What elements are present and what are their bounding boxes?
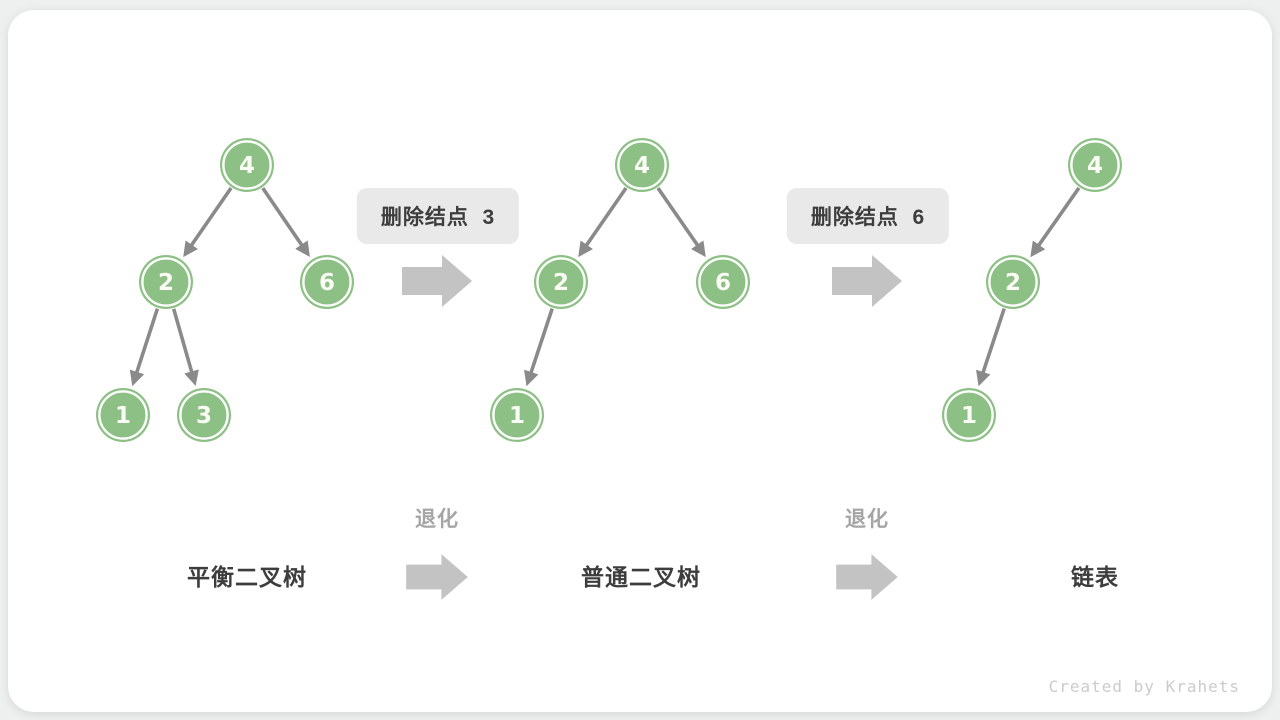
watermark-credit: Created by Krahets	[1048, 677, 1240, 696]
tree-node-2: 2	[534, 255, 588, 309]
tree-edge	[171, 308, 199, 386]
tree-edge	[1030, 186, 1081, 258]
node-value: 2	[1005, 270, 1021, 296]
tree-edge	[183, 186, 233, 258]
tree-1: 4 2 6 1	[490, 138, 750, 442]
tree-edge	[524, 308, 554, 387]
node-value: 1	[961, 403, 977, 429]
operation-label-delete-node-6: 删除结点 6	[786, 188, 950, 244]
node-value: 3	[196, 403, 212, 429]
degrade-block-arrow	[836, 554, 898, 600]
tree-node-1: 1	[942, 388, 996, 442]
node-value: 6	[319, 270, 335, 296]
tree-node-4: 4	[220, 138, 274, 192]
tree-node-6: 6	[696, 255, 750, 309]
tree-edge	[129, 308, 160, 387]
node-value: 2	[553, 270, 569, 296]
transition-block-arrow	[402, 255, 472, 307]
operation-label-delete-node-3: 删除结点 3	[356, 188, 520, 244]
caption-balanced-binary-tree: 平衡二叉树	[187, 564, 307, 590]
node-value: 4	[1087, 153, 1103, 179]
degrade-label: 退化	[415, 508, 459, 531]
tree-edge	[261, 187, 310, 258]
tree-node-6: 6	[300, 255, 354, 309]
tree-node-1: 1	[490, 388, 544, 442]
node-value: 4	[239, 153, 255, 179]
tree-node-2: 2	[986, 255, 1040, 309]
node-value: 4	[634, 153, 650, 179]
tree-node-4: 4	[615, 138, 669, 192]
tree-edge	[578, 186, 628, 258]
node-value: 1	[509, 403, 525, 429]
tree-edge	[976, 308, 1006, 387]
tree-0: 4 2 6 1 3	[96, 138, 354, 442]
degrade-block-arrow	[406, 554, 468, 600]
tree-node-4: 4	[1068, 138, 1122, 192]
degrade-label: 退化	[845, 508, 889, 531]
tree-node-2: 2	[139, 255, 193, 309]
node-value: 1	[115, 403, 131, 429]
caption-linked-list: 链表	[1071, 564, 1119, 590]
tree-node-1: 1	[96, 388, 150, 442]
node-value: 6	[715, 270, 731, 296]
tree-node-3: 3	[177, 388, 231, 442]
caption-ordinary-binary-tree: 普通二叉树	[581, 564, 701, 590]
node-value: 2	[158, 270, 174, 296]
transition-block-arrow	[832, 255, 902, 307]
tree-2: 4 2 1	[942, 138, 1122, 442]
tree-edge	[656, 186, 706, 258]
diagram-card	[8, 10, 1272, 712]
